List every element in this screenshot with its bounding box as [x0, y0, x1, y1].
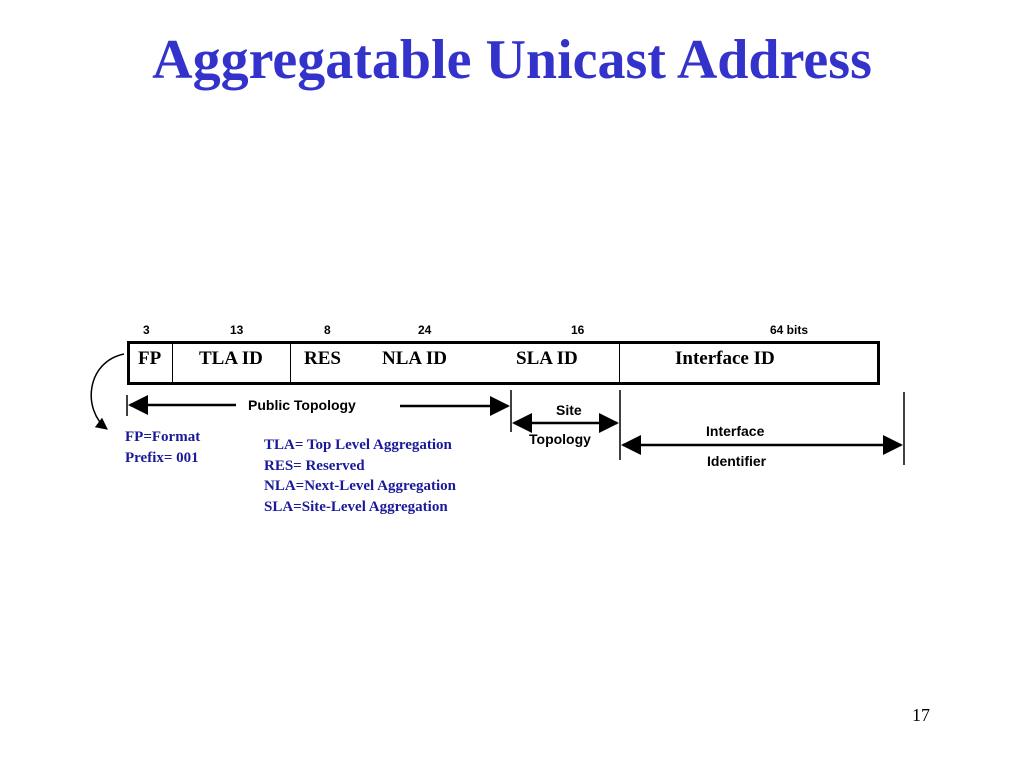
- legend-item-tla: TLA= Top Level Aggregation: [264, 437, 452, 453]
- field-sla-id: SLA ID: [516, 348, 578, 369]
- public-topology-label: Public Topology: [248, 397, 356, 413]
- field-divider-tla: [290, 341, 291, 382]
- bit-width-tla: 13: [230, 323, 244, 337]
- address-format-box: [127, 341, 880, 385]
- interface-identifier-label-line2: Identifier: [707, 453, 767, 469]
- field-divider-sla: [619, 341, 620, 382]
- fp-note-line1: FP=Format: [125, 429, 201, 445]
- interface-identifier-label-line1: Interface: [706, 423, 765, 439]
- bit-width-res: 8: [324, 323, 331, 337]
- field-res: RES: [304, 348, 341, 369]
- page-number: 17: [912, 705, 930, 725]
- fp-note: FP=Format Prefix= 001: [125, 427, 200, 468]
- field-interface-id: Interface ID: [675, 348, 775, 369]
- slide-title: Aggregatable Unicast Address: [152, 29, 872, 91]
- abbreviation-legend: TLA= Top Level Aggregation RES= Reserved…: [264, 435, 456, 517]
- bit-width-nla: 24: [418, 323, 432, 337]
- site-topology-label-line2: Topology: [529, 431, 591, 447]
- legend-item-res: RES= Reserved: [264, 457, 365, 474]
- bit-width-interface: 64 bits: [770, 323, 809, 337]
- field-divider-fp: [172, 341, 173, 382]
- field-tla-id: TLA ID: [199, 348, 263, 369]
- fp-note-curved-arrow: [90, 353, 125, 430]
- bit-width-fp: 3: [143, 323, 150, 337]
- field-nla-id: NLA ID: [382, 348, 447, 369]
- legend-item-nla: NLA=Next-Level Aggregation: [264, 478, 456, 494]
- bit-width-sla: 16: [571, 323, 585, 337]
- fp-note-line2: Prefix= 001: [125, 449, 199, 466]
- legend-item-sla: SLA=Site-Level Aggregation: [264, 498, 448, 515]
- field-fp: FP: [138, 348, 162, 369]
- site-topology-label-line1: Site: [556, 402, 582, 418]
